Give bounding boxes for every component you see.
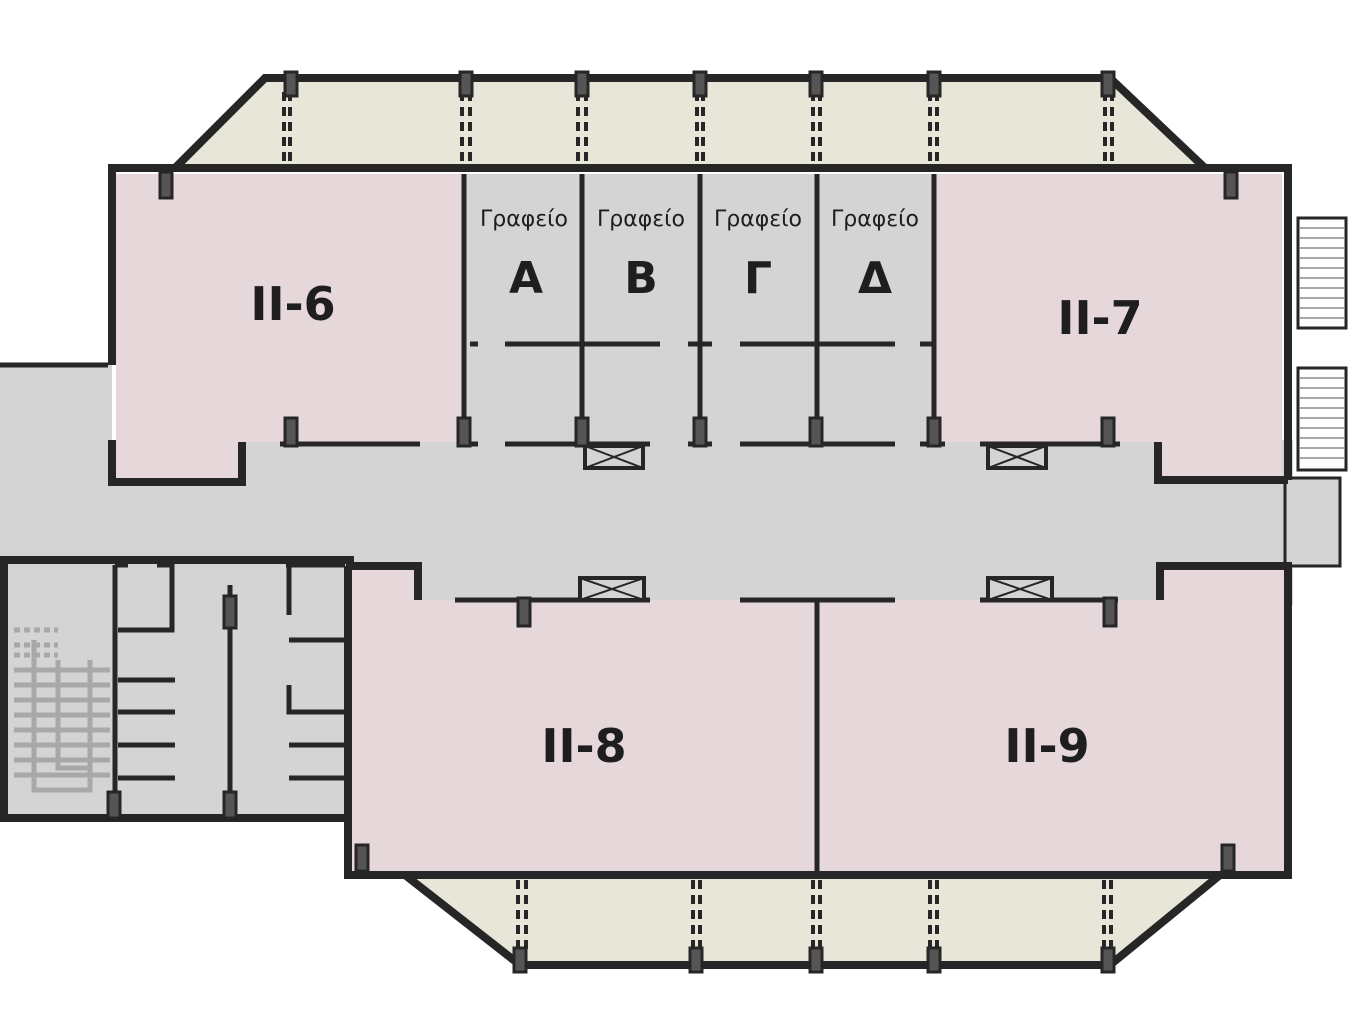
room-II-9-area	[815, 566, 1285, 872]
room-label-II-8: II-8	[541, 719, 626, 773]
office-a-title: Γραφείο	[480, 207, 568, 232]
office-d-title: Γραφείο	[831, 207, 919, 232]
shaft-4	[986, 576, 1054, 602]
columns	[158, 70, 1239, 974]
room-label-II-9: II-9	[1004, 719, 1089, 773]
office-a-letter: Α	[509, 253, 543, 304]
upper-outer-wall	[108, 164, 1292, 480]
upper-right-notch	[1154, 442, 1288, 484]
shaft-1	[583, 444, 645, 470]
office-b-letter: Β	[624, 253, 658, 304]
office-partitions	[461, 174, 937, 444]
left-entrance-wall	[0, 362, 108, 563]
shaft-2	[986, 444, 1048, 470]
room-II-6-area	[116, 174, 462, 478]
right-exit	[1283, 476, 1342, 568]
top-balcony-dividers	[282, 92, 1114, 165]
office-d-letter: Δ	[858, 253, 892, 304]
service-block-interior	[106, 562, 345, 820]
room-II-7-area	[934, 174, 1282, 476]
stairs-left	[14, 627, 110, 793]
shaft-3	[578, 576, 646, 602]
upper-left-wall	[108, 440, 246, 486]
office-b-title: Γραφείο	[597, 207, 685, 232]
top-balcony	[165, 74, 1216, 172]
lower-outer-wall	[344, 562, 1292, 879]
bottom-balcony-dividers	[516, 880, 1113, 955]
stairs-right	[1296, 216, 1348, 472]
office-c-letter: Γ	[744, 253, 772, 304]
left-entrance	[0, 365, 112, 565]
room-label-II-7: II-7	[1057, 291, 1142, 345]
room-label-II-6: II-6	[250, 277, 335, 331]
room-II-8-area	[352, 566, 815, 872]
office-c-title: Γραφείο	[714, 207, 802, 232]
